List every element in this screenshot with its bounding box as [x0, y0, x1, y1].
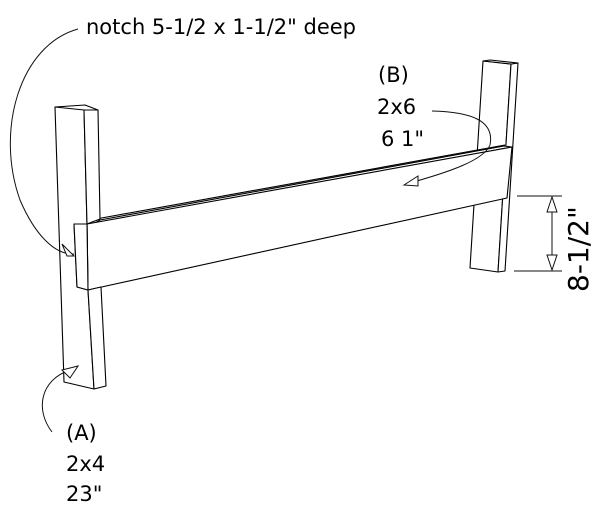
part-b-id: (B): [378, 63, 409, 87]
part-a-size: 2x4: [66, 452, 105, 476]
part-b-size: 2x6: [377, 95, 416, 119]
notch-leader: [9, 28, 79, 257]
part-a-leader: [41, 365, 80, 433]
beam-b: [73, 144, 513, 291]
notch-callout-label: notch 5-1/2 x 1-1/2" deep: [86, 15, 356, 39]
dimension-8-1-2: [514, 195, 562, 272]
part-a-id: (A): [66, 421, 97, 445]
part-a-length: 23": [66, 482, 102, 506]
part-b-leader: [402, 110, 492, 187]
dimension-label: 8-1/2": [562, 206, 595, 292]
left-post: [54, 104, 107, 390]
part-b-length: 6 1": [381, 127, 424, 151]
